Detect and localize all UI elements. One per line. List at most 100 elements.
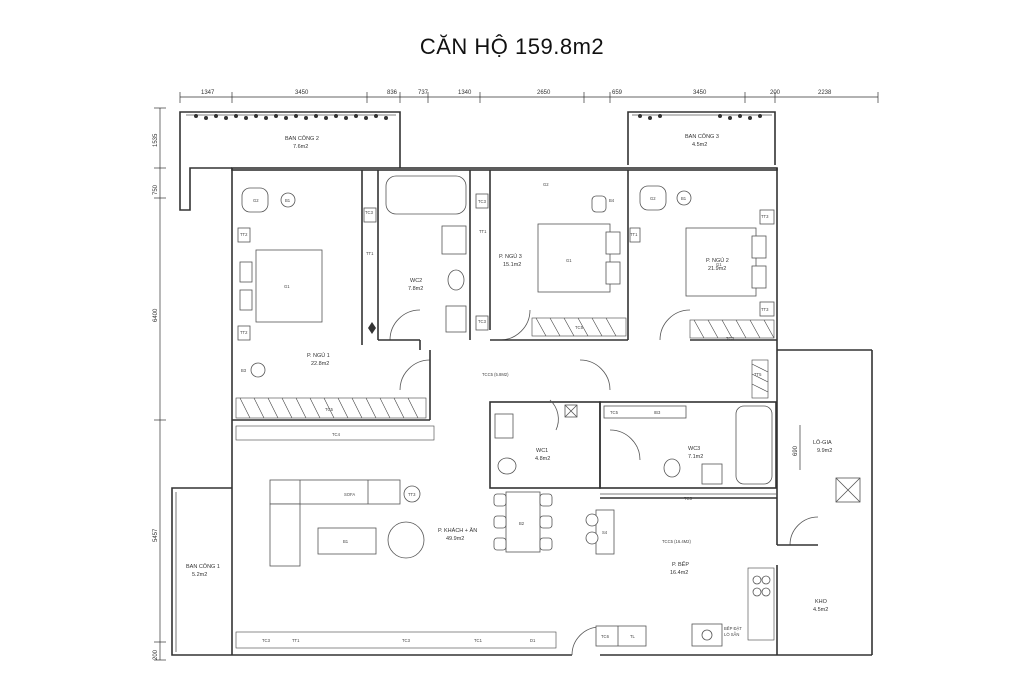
plan-label: TT3: [761, 307, 769, 312]
plan-label: G2: [650, 196, 656, 201]
dim-left-5: 200: [153, 649, 159, 660]
dim-left-4: 5457: [153, 528, 159, 542]
plan-label: TC3: [478, 319, 487, 324]
plan-label: G1: [716, 262, 722, 267]
plan-label: B4: [609, 198, 615, 203]
balcony-3: BAN CÔNG 3 4.5m2: [627, 111, 776, 165]
dim-right-1: 690: [793, 445, 799, 456]
plan-label: B2: [519, 521, 525, 526]
dim-top-6: 2650: [537, 90, 551, 96]
plan-label: LÒ SẴN: [724, 632, 739, 637]
dim-top-2: 3450: [295, 90, 309, 96]
plan-label: TT2: [240, 232, 248, 237]
wc2-name: WC2: [410, 278, 422, 284]
plan-label: B1: [285, 198, 291, 203]
plan-label: TC6: [601, 634, 610, 639]
plan-label: TT1: [630, 232, 638, 237]
wc3-name: WC3: [688, 446, 700, 452]
storage: KHO 4.5m2: [776, 516, 828, 655]
logia-area: 9.9m2: [817, 448, 832, 454]
plan-label: TT1: [292, 638, 300, 643]
wc2: WC2 7.8m2: [368, 170, 471, 340]
plan-label: BẾP ĐẶT: [724, 626, 742, 631]
plan-label: IB3: [654, 410, 661, 415]
plan-label: TT2: [240, 330, 248, 335]
wc1-name: WC1: [536, 448, 548, 454]
plan-label: B1: [681, 196, 687, 201]
balcony1-area: 5.2m2: [192, 572, 207, 578]
plan-title: CĂN HỘ 159.8m2: [419, 34, 605, 59]
bed3-name: P. NGỦ 3: [499, 253, 522, 260]
dim-left-1: 1535: [153, 133, 159, 147]
balcony2-area: 7.6m2: [293, 144, 308, 150]
plan-label: G2: [253, 198, 259, 203]
plan-label: TT5: [754, 372, 762, 377]
dimension-lines: [154, 92, 879, 661]
logia: LÔ-GIA 9.9m2: [776, 350, 861, 545]
plan-label: TCC5 (16.4M2): [662, 539, 691, 544]
plan-label: TT3: [761, 214, 769, 219]
dimension-texts: 1347 3450 836 737 1340 2650 659 3450 200…: [153, 90, 832, 660]
bed2-area: 21.9m2: [708, 266, 726, 272]
plan-label: TC3: [365, 210, 374, 215]
bed2-name: P. NGỦ 2: [706, 257, 729, 264]
balcony1-name: BAN CÔNG 1: [186, 563, 220, 570]
storage-area: 4.5m2: [813, 607, 828, 613]
wc1-area: 4.8m2: [535, 456, 550, 462]
kitchen: TC5 S4 TCC5 (16.4M2) P. BẾP 16.4m2 TC6 T…: [585, 493, 777, 647]
plan-label: TC5: [684, 496, 693, 501]
plan-label: TC5: [610, 410, 619, 415]
dim-top-7: 659: [612, 90, 623, 96]
plan-label: TCC5 (5.8M2): [482, 372, 509, 377]
plan-label: TC3: [478, 199, 487, 204]
dim-top-8: 3450: [693, 90, 707, 96]
bedroom-1: G1 B1 G2 TT2 TT2 TC3 TT1 B3 TC5 P. NGỦ 1…: [232, 170, 431, 421]
hallway: TCC5 (5.8M2): [482, 359, 611, 391]
dim-top-4: 737: [418, 90, 429, 96]
wc1: WC1 4.8m2: [489, 399, 601, 489]
kitchen-area: 16.4m2: [670, 570, 688, 576]
living-name: P. KHÁCH + ĂN: [438, 527, 477, 534]
plan-label: SOFA: [344, 492, 355, 497]
wc3-area: 7.1m2: [688, 454, 703, 460]
plants: [194, 114, 762, 120]
wc3: TC5 IB3 WC3 7.1m2: [599, 401, 777, 489]
bed1-area: 22.8m2: [311, 361, 329, 367]
logia-name: LÔ-GIA: [813, 439, 832, 446]
plan-label: G2: [543, 182, 549, 187]
dim-top-3: 836: [387, 90, 398, 96]
dim-left-3: 6400: [153, 308, 159, 322]
plan-label: S4: [602, 530, 608, 535]
storage-name: KHO: [815, 599, 828, 605]
bedroom-2: G1 G2 B1 TT3 TT3 TT1 TC3 P. NGỦ 2 21.9m2…: [629, 185, 777, 399]
plan-label: TL: [630, 634, 636, 639]
plan-label: TC3: [726, 336, 735, 341]
dim-top-1: 1347: [201, 90, 215, 96]
balcony-1: BAN CÔNG 1 5.2m2: [171, 487, 232, 656]
outer-walls: [231, 167, 873, 656]
plan-label: B1: [343, 539, 349, 544]
kitchen-name: P. BẾP: [672, 561, 689, 568]
plan-label: TC5: [575, 325, 584, 330]
plan-label: B3: [241, 368, 247, 373]
plan-label: TT1: [479, 229, 487, 234]
plan-label: TT1: [366, 251, 374, 256]
balcony3-name: BAN CÔNG 3: [685, 133, 719, 140]
plan-label: TC3: [402, 638, 411, 643]
wc2-area: 7.8m2: [408, 286, 423, 292]
plan-label: G1: [566, 258, 572, 263]
plan-label: TC4: [332, 432, 341, 437]
plan-label: TT3: [408, 492, 416, 497]
plan-label: TC5: [325, 407, 334, 412]
living-area: 49.9m2: [446, 536, 464, 542]
bedroom-3: G1 G2 B4 TC3 TT1 TC3 TC5 P. NGỦ 3 15.1m2: [475, 170, 629, 341]
balcony2-name: BAN CÔNG 2: [285, 135, 319, 142]
balcony3-area: 4.5m2: [692, 142, 707, 148]
dim-top-9: 200: [770, 90, 781, 96]
bed1-name: P. NGỦ 1: [307, 352, 330, 359]
plan-label: G1: [284, 284, 290, 289]
living-dining: TC4 SOFA TT3 B1 B2 P. KHÁCH + ĂN 49.9m2 …: [235, 425, 601, 656]
balcony-2: BAN CÔNG 2 7.6m2: [179, 111, 401, 211]
bed3-area: 15.1m2: [503, 262, 521, 268]
